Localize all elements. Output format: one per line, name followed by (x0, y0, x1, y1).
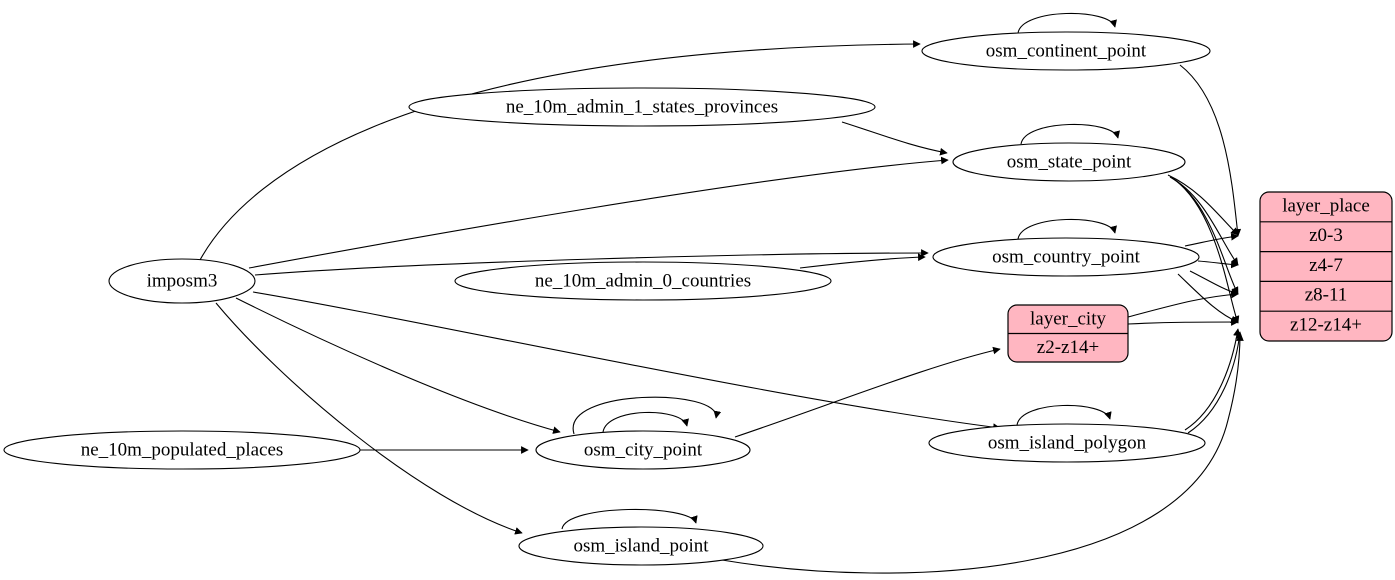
node-osm_state_point[interactable]: osm_state_point (952, 142, 1186, 182)
edge-layer_city-to-layer_place-z8-11 (1127, 290, 1239, 318)
edge-self-loop-osm_island_point (561, 508, 698, 530)
node-osm_island_polygon[interactable]: osm_island_polygon (928, 423, 1206, 463)
edge-osm_country_point-to-layer_place-z8-11 (1189, 270, 1239, 296)
edge-osm_state_point-to-layer_place-z0-3 (1167, 174, 1239, 236)
edge-group-natural-earth (360, 121, 948, 454)
node-label-osm_state_point: osm_state_point (1007, 151, 1132, 172)
record-title-layer_place: layer_place (1282, 195, 1370, 216)
node-osm_continent_point[interactable]: osm_continent_point (921, 31, 1211, 71)
node-label-ne_10m_populated_places: ne_10m_populated_places (81, 439, 284, 460)
node-osm_island_point[interactable]: osm_island_point (518, 526, 764, 566)
node-label-osm_country_point: osm_country_point (992, 246, 1140, 267)
node-osm_country_point[interactable]: osm_country_point (932, 237, 1200, 277)
edge-group-self-loops (561, 12, 1120, 530)
edge-osm_state_point-to-layer_place-z8-11 (1171, 177, 1239, 295)
edge-imposm3-to-osm_country_point (254, 249, 929, 276)
node-label-osm_city_point: osm_city_point (584, 439, 703, 460)
edge-self-loop-osm_country_point (1017, 218, 1117, 240)
edge-osm_island_polygon-to-layer_place-z12-z14-b (1187, 331, 1244, 434)
node-osm_city_point[interactable]: osm_city_point (535, 430, 751, 470)
edge-osm_city_point-to-layer_city-z2-z14 (734, 346, 1001, 438)
edge-self-loop-osm_continent_point (1017, 12, 1117, 34)
node-label-imposm3: imposm3 (147, 270, 218, 291)
edge-self-loop-osm_island_polygon (1016, 404, 1112, 426)
edge-self-loop-osm_city_point-outer (572, 396, 722, 435)
node-label-ne_10m_admin_1_states_provinces: ne_10m_admin_1_states_provinces (506, 96, 778, 117)
edge-osm_continent_point-to-layer_place-z0-3 (1179, 64, 1242, 237)
edge-imposm3-to-osm_city_point (235, 297, 561, 434)
edge-imposm3-to-osm_continent_point (199, 40, 921, 261)
edge-osm_state_point-to-layer_place-z12-z14 (1173, 178, 1240, 324)
node-label-osm_island_polygon: osm_island_polygon (988, 432, 1147, 453)
node-ne_10m_populated_places[interactable]: ne_10m_populated_places (3, 430, 361, 470)
node-ne_10m_admin_0_countries[interactable]: ne_10m_admin_0_countries (454, 261, 832, 301)
edge-group-imposm3 (199, 40, 1001, 535)
node-label-osm_island_point: osm_island_point (573, 535, 709, 556)
edge-osm_island_polygon-to-layer_place-z12-z14 (1184, 328, 1241, 431)
edge-ne_countries-to-osm_country_point (799, 253, 926, 269)
edge-ne_states-to-osm_state_point (841, 121, 948, 156)
record-row-layer_place-z0-3[interactable]: z0-3 (1309, 225, 1343, 246)
edge-self-loop-osm_state_point (1020, 123, 1120, 145)
edge-imposm3-to-osm_island_point (215, 302, 523, 535)
node-ne_10m_admin_1_states_provinces[interactable]: ne_10m_admin_1_states_provinces (408, 87, 876, 127)
node-label-ne_10m_admin_0_countries: ne_10m_admin_0_countries (535, 270, 751, 291)
edge-osm_country_point-to-layer_place-z0-3 (1184, 232, 1239, 247)
node-label-osm_continent_point: osm_continent_point (986, 40, 1147, 61)
node-imposm3[interactable]: imposm3 (108, 258, 256, 304)
node-layer_city[interactable]: layer_city z2-z14+ (1007, 304, 1129, 363)
edge-group-to-layer_place (721, 64, 1244, 574)
edge-osm_country_point-to-layer_place-z4-7 (1197, 260, 1239, 269)
edge-imposm3-to-osm_island_polygon (252, 291, 1001, 431)
record-row-layer_city-z2-z14[interactable]: z2-z14+ (1037, 337, 1099, 358)
edge-self-loop-osm_city_point-inner (602, 411, 689, 433)
edge-imposm3-to-osm_state_point (248, 156, 949, 269)
record-title-layer_city: layer_city (1030, 308, 1106, 329)
edge-layer_city-to-layer_place-z12-z14 (1127, 318, 1239, 326)
node-layer_place[interactable]: layer_place z0-3 z4-7 z8-11 z12-z14+ (1259, 191, 1393, 342)
record-row-layer_place-z12-z14[interactable]: z12-z14+ (1290, 314, 1362, 335)
edge-osm_island_point-to-layer_place-z12-z14 (721, 333, 1244, 574)
record-row-layer_place-z8-11[interactable]: z8-11 (1305, 285, 1348, 306)
record-row-layer_place-z4-7[interactable]: z4-7 (1309, 255, 1343, 276)
